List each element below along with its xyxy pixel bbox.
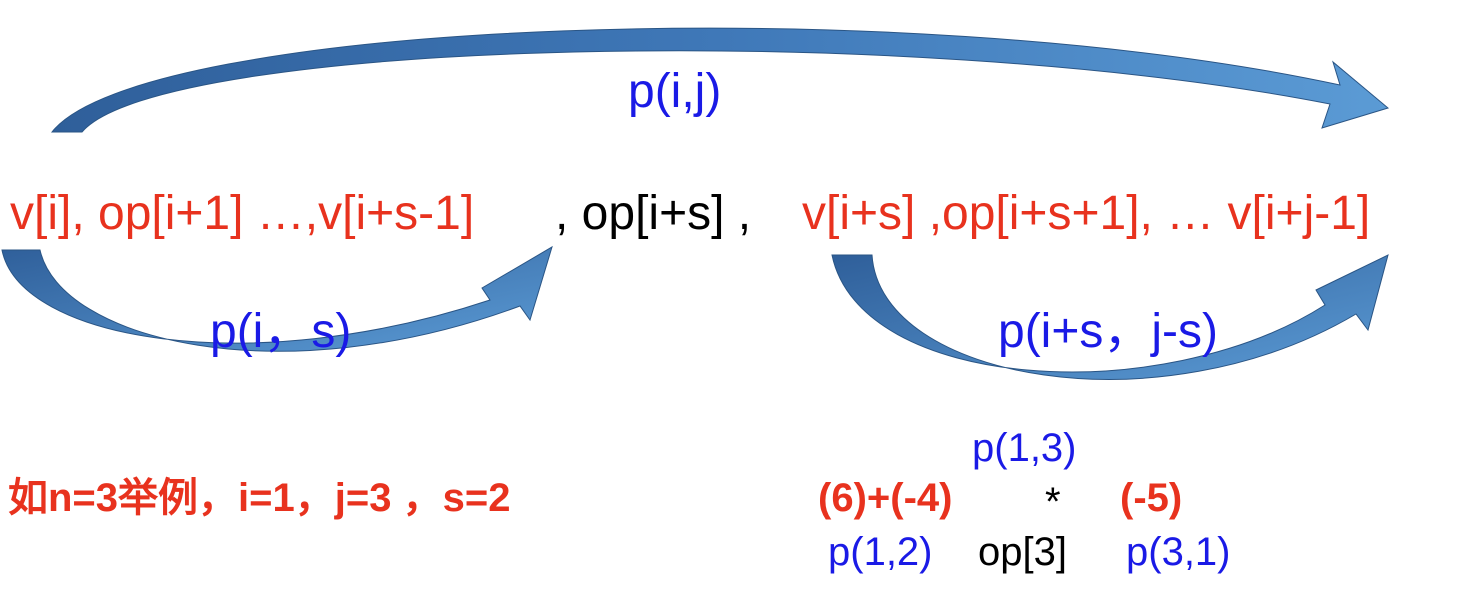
top-arc-arrow bbox=[50, 27, 1390, 133]
example-operator: * bbox=[1045, 480, 1061, 524]
example-op-label: op[3] bbox=[978, 530, 1067, 574]
top-arc-label: p(i,j) bbox=[628, 65, 722, 118]
example-caption: 如n=3举例，i=1，j=3 ，s=2 bbox=[8, 476, 511, 520]
example-right-label: p(3,1) bbox=[1126, 530, 1231, 574]
left-arc-arrow bbox=[1, 245, 553, 352]
right-arc-label: p(i+s，j-s) bbox=[998, 305, 1219, 358]
example-top-label: p(1,3) bbox=[972, 426, 1077, 470]
right-arc-arrow bbox=[831, 254, 1389, 380]
example-left-value: (6)+(-4) bbox=[818, 476, 953, 520]
sequence-part2: v[i+s] ,op[i+s+1], … v[i+j-1] bbox=[802, 187, 1371, 240]
example-left-label: p(1,2) bbox=[828, 530, 933, 574]
sequence-separator: , op[i+s] , bbox=[555, 187, 752, 240]
sequence-part1: v[i], op[i+1] …,v[i+s-1] bbox=[10, 187, 475, 240]
example-right-value: (-5) bbox=[1120, 476, 1183, 520]
left-arc-label: p(i，s) bbox=[210, 305, 352, 358]
